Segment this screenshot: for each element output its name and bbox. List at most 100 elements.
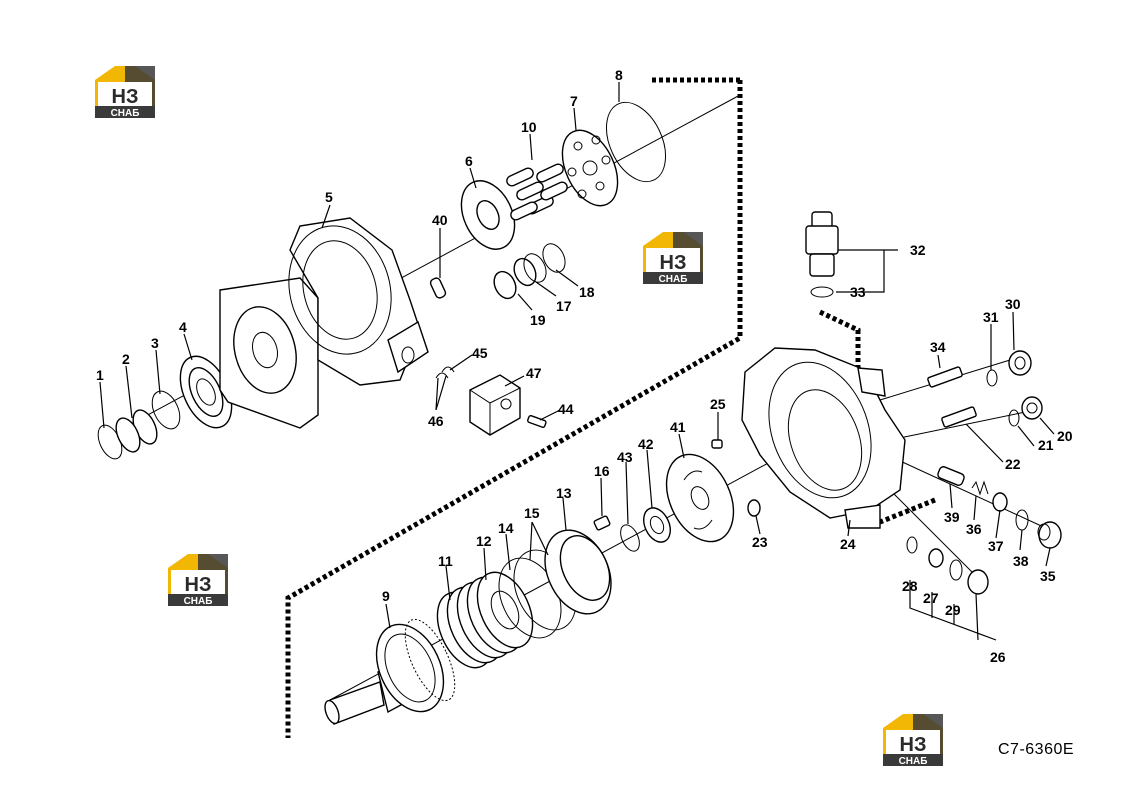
- group-boundary: [818, 309, 861, 368]
- logo-line2: СНАБ: [659, 274, 688, 285]
- brand-logo: НЗ СНАБ: [95, 66, 155, 119]
- part-23-pin: [747, 499, 761, 517]
- part-13-brake-piston: [544, 529, 612, 615]
- brand-logo: НЗ СНАБ: [168, 554, 228, 607]
- callout-47: 47: [526, 365, 542, 381]
- callout-44: 44: [558, 401, 574, 417]
- part-3-ring: [151, 390, 181, 430]
- logo-line2: СНАБ: [184, 596, 213, 607]
- callout-9: 9: [382, 588, 390, 604]
- callout-22: 22: [1005, 456, 1021, 472]
- callout-7: 7: [570, 93, 578, 109]
- brand-logo: НЗ СНАБ: [883, 714, 943, 767]
- callout-39: 39: [944, 509, 960, 525]
- logo-line1: НЗ: [900, 734, 927, 756]
- part-20-plug: [1021, 396, 1043, 420]
- callout-19: 19: [530, 312, 546, 328]
- callout-16: 16: [594, 463, 610, 479]
- part-6-plate: [460, 180, 516, 250]
- part-43-snap-ring: [620, 524, 640, 552]
- part-38-o-ring: [1015, 509, 1029, 531]
- callout-38: 38: [1013, 553, 1029, 569]
- callout-18: 18: [579, 284, 595, 300]
- part-37-washer: [992, 492, 1008, 512]
- leader-lines: [99, 82, 1055, 641]
- callout-26: 26: [990, 649, 1006, 665]
- part-35-plug: [1037, 521, 1062, 549]
- callout-14: 14: [498, 520, 514, 536]
- part-19-bushing: [493, 257, 537, 300]
- callout-41: 41: [670, 419, 686, 435]
- logo-line2: СНАБ: [111, 108, 140, 119]
- drawing-code: C7-6360E: [998, 741, 1074, 758]
- part-24-rear-housing: [741, 347, 906, 529]
- part-40-pin: [429, 277, 447, 299]
- callout-labels: 1 2 3 4 5 6 7 8 9 10 11 12 13 14 15 16 1…: [96, 67, 1073, 665]
- logo-line1: НЗ: [660, 252, 687, 274]
- group-boundary: [879, 497, 936, 525]
- part-33-o-ring: [810, 286, 834, 298]
- part-44-bolt: [527, 414, 547, 428]
- callout-21: 21: [1038, 437, 1054, 453]
- part-7-retainer-plate: [561, 129, 619, 207]
- callout-43: 43: [617, 449, 633, 465]
- part-21-o-ring: [1008, 409, 1020, 427]
- callout-30: 30: [1005, 296, 1021, 312]
- callout-5: 5: [325, 189, 333, 205]
- callout-34: 34: [930, 339, 946, 355]
- part-29-o-ring: [949, 559, 963, 581]
- callout-36: 36: [966, 521, 982, 537]
- callout-32: 32: [910, 242, 926, 258]
- callout-40: 40: [432, 212, 448, 228]
- callout-28: 28: [902, 578, 918, 594]
- part-36-spring: [971, 480, 989, 496]
- logo-line1: НЗ: [185, 574, 212, 596]
- callout-13: 13: [556, 485, 572, 501]
- callout-12: 12: [476, 533, 492, 549]
- part-41-valve-plate: [665, 453, 735, 543]
- callout-2: 2: [122, 351, 130, 367]
- callout-31: 31: [983, 309, 999, 325]
- callout-35: 35: [1040, 568, 1056, 584]
- part-25-pin: [711, 439, 723, 449]
- part-22-bolt: [941, 406, 977, 428]
- callout-20: 20: [1057, 428, 1073, 444]
- callout-27: 27: [923, 590, 939, 606]
- callout-8: 8: [615, 67, 623, 83]
- callout-37: 37: [988, 538, 1004, 554]
- part-17-ring: [523, 253, 547, 283]
- callout-25: 25: [710, 396, 726, 412]
- callout-17: 17: [556, 298, 572, 314]
- callout-4: 4: [179, 319, 187, 335]
- callout-15: 15: [524, 505, 540, 521]
- part-31-o-ring: [986, 369, 998, 387]
- part-30-plug: [1008, 350, 1032, 376]
- callout-1: 1: [96, 367, 104, 383]
- part-11-disc-stack: [436, 571, 534, 669]
- callout-23: 23: [752, 534, 768, 550]
- group-boundary: [285, 77, 743, 738]
- part-42-bearing: [643, 507, 671, 543]
- part-10-pistons: [506, 163, 568, 221]
- callout-10: 10: [521, 119, 537, 135]
- part-26-plug: [967, 569, 989, 595]
- callout-46: 46: [428, 413, 444, 429]
- logo-line2: СНАБ: [899, 756, 928, 767]
- callout-45: 45: [472, 345, 488, 361]
- part-18-ring: [542, 243, 566, 273]
- logo-line1: НЗ: [112, 86, 139, 108]
- part-9-shaft: [324, 618, 456, 725]
- callout-11: 11: [438, 553, 453, 569]
- part-2-bushing: [115, 409, 158, 453]
- part-47-valve-block: [469, 374, 521, 436]
- part-28-o-ring: [906, 536, 918, 554]
- callout-33: 33: [850, 284, 866, 300]
- part-45-46-seals: [435, 366, 455, 379]
- part-8-ring: [605, 101, 667, 183]
- callout-24: 24: [840, 536, 856, 552]
- brand-logo: НЗ СНАБ: [643, 232, 703, 285]
- part-16-spring: [593, 515, 611, 531]
- callout-3: 3: [151, 335, 159, 351]
- part-4-bearing: [179, 355, 233, 429]
